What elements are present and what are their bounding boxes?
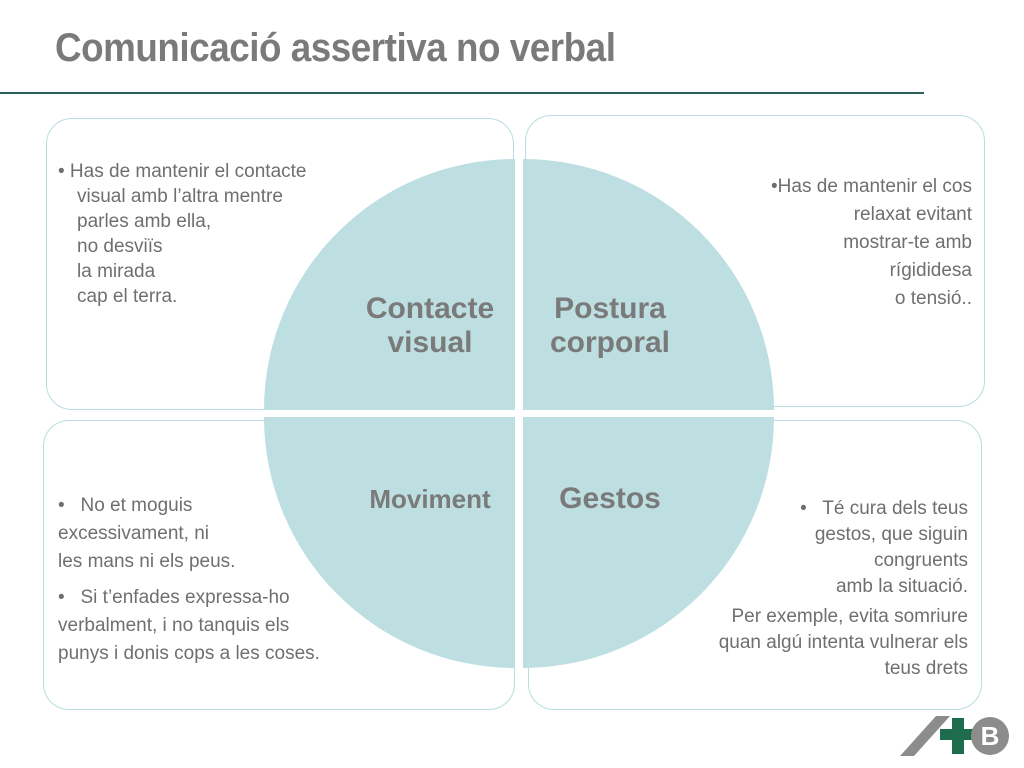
text-line: visual amb l’altra mentre — [77, 186, 283, 207]
label-line: Postura corporal — [549, 292, 671, 359]
text-line: quan algú intenta vulnerar els — [718, 632, 968, 653]
text-line: relaxat evitant — [853, 204, 972, 225]
text-line: • Has de mantenir el contacte — [58, 161, 307, 182]
label-gestos: Gestos — [559, 482, 661, 515]
text-line: no desviïs — [77, 236, 163, 257]
label-line: Contacte visual — [365, 292, 495, 359]
text-line: • Té cura dels teus — [800, 498, 968, 519]
text-line: la mirada — [77, 261, 156, 282]
label-contacte-visual: Contacte visual — [330, 292, 530, 360]
text-gestos: • Té cura dels teus gestos, que siguin c… — [640, 496, 968, 682]
text-line: congruents — [873, 550, 968, 571]
text-line: gestos, que siguin — [814, 524, 968, 545]
plus-b-logo-icon: B — [896, 712, 1012, 760]
logo-plus-v — [952, 718, 964, 754]
text-line: excessivament, ni — [58, 523, 210, 544]
label-postura-corporal: Postura corporal — [510, 292, 710, 360]
page-title: Comunicació assertiva no verbal — [55, 26, 616, 70]
text-line: teus drets — [884, 658, 968, 679]
text-line: cap el terra. — [77, 286, 178, 307]
text-line: • No et moguis — [58, 495, 193, 516]
text-postura-corporal: •Has de mantenir el cos relaxat evitant … — [650, 173, 972, 313]
text-line: •Has de mantenir el cos — [771, 176, 972, 197]
title-divider — [0, 92, 924, 94]
text-line: les mans ni els peus. — [58, 551, 236, 572]
text-contacte-visual: • Has de mantenir el contacte visual amb… — [58, 159, 378, 309]
text-moviment: • No et moguis excessivament, ni les man… — [58, 492, 388, 668]
text-line: parles amb ella, — [77, 211, 212, 232]
logo-graphic: B — [900, 716, 1009, 756]
logo-slash — [900, 716, 950, 756]
spacer — [58, 576, 388, 584]
text-line: o tensió.. — [894, 288, 972, 309]
logo-circle — [971, 717, 1009, 755]
text-line: Per exemple, evita somriure — [731, 606, 968, 627]
text-line: amb la situació. — [835, 576, 968, 597]
text-line: • Si t’enfades expressa-ho — [58, 587, 290, 608]
label-moviment: Moviment — [369, 484, 491, 514]
text-line: rígididesa — [889, 260, 972, 281]
text-line: verbalment, i no tanquis els — [58, 615, 290, 636]
text-line: punys i donis cops a les coses. — [58, 643, 320, 664]
text-line: mostrar-te amb — [843, 232, 972, 253]
logo-letter: B — [981, 721, 1000, 751]
